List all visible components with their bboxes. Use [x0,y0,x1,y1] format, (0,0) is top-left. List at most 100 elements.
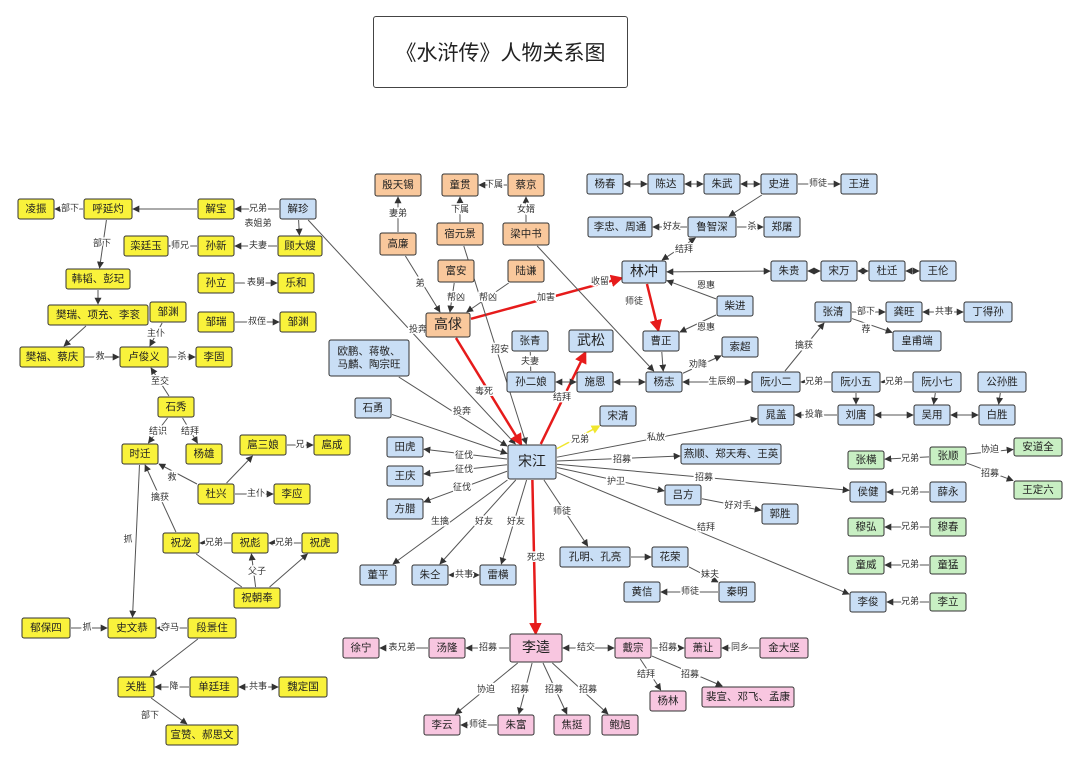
character-node[interactable]: 孙立 [197,272,235,294]
character-node[interactable]: 龚旺 [885,301,923,323]
character-node[interactable]: 杨林 [649,690,687,712]
character-node[interactable]: 张清 [814,301,852,323]
character-node[interactable]: 鲍旭 [601,714,639,736]
character-node[interactable]: 李固 [195,346,233,368]
character-node[interactable]: 高廉 [379,232,417,256]
character-node[interactable]: 丁得孙 [963,301,1013,323]
character-node[interactable]: 单廷珪 [189,676,239,698]
character-node[interactable]: 邹瑞 [197,311,235,333]
character-node[interactable]: 卢俊义 [119,346,169,368]
character-node[interactable]: 柴进 [716,295,754,317]
character-node[interactable]: 祝彪 [231,532,269,554]
character-node[interactable]: 杜兴 [197,483,235,505]
character-node[interactable]: 富安 [437,259,475,283]
character-node[interactable]: 郁保四 [21,617,71,639]
character-node[interactable]: 蔡京 [507,173,545,197]
character-node[interactable]: 石勇 [354,397,392,419]
character-node[interactable]: 郭胜 [761,503,799,525]
character-node[interactable]: 孔明、孔亮 [559,546,631,568]
character-node[interactable]: 阮小五 [831,371,881,393]
character-node[interactable]: 段景住 [187,617,237,639]
character-node[interactable]: 薛永 [929,481,967,503]
character-node[interactable]: 祝朝奉 [233,587,281,609]
character-node[interactable]: 张横 [847,450,885,470]
character-node[interactable]: 王庆 [386,465,424,487]
character-node[interactable]: 吴用 [913,404,951,426]
character-node[interactable]: 戴宗 [614,637,652,659]
character-node[interactable]: 呼延灼 [83,198,133,220]
character-node[interactable]: 关胜 [117,676,155,698]
character-node[interactable]: 方腊 [386,498,424,520]
character-node[interactable]: 李云 [423,714,461,736]
character-node[interactable]: 施恩 [576,371,614,393]
character-node[interactable]: 金大坚 [759,637,809,659]
character-node[interactable]: 扈三娘 [239,434,287,456]
character-node[interactable]: 晁盖 [757,404,795,426]
character-node[interactable]: 韩韬、彭玘 [65,268,131,290]
character-node[interactable]: 顾大嫂 [277,235,323,257]
character-node[interactable]: 汤隆 [428,637,466,659]
character-node[interactable]: 史文恭 [107,617,157,639]
character-node[interactable]: 燕顺、郑天寿、王英 [680,443,782,465]
character-node[interactable]: 穆春 [929,517,967,537]
character-node[interactable]: 欧鹏、蒋敬、马麟、陶宗旺 [328,339,410,377]
character-node[interactable]: 陆谦 [507,259,545,283]
character-node[interactable]: 徐宁 [342,637,380,659]
character-node[interactable]: 鲁智深 [687,216,737,238]
character-node[interactable]: 田虎 [386,436,424,458]
character-node[interactable]: 凌振 [17,198,55,220]
character-node[interactable]: 宋江 [507,444,557,480]
character-node[interactable]: 公孙胜 [977,371,1027,393]
character-node[interactable]: 童贯 [441,173,479,197]
character-node[interactable]: 李应 [273,483,311,505]
character-node[interactable]: 杨春 [586,173,624,195]
character-node[interactable]: 魏定国 [278,676,328,698]
character-node[interactable]: 孙二娘 [506,371,556,393]
character-node[interactable]: 扈成 [313,434,351,456]
character-node[interactable]: 童威 [847,555,885,575]
character-node[interactable]: 李忠、周通 [587,216,653,238]
character-node[interactable]: 宋万 [820,260,858,282]
character-node[interactable]: 史进 [760,173,798,195]
character-node[interactable]: 林冲 [621,260,667,284]
character-node[interactable]: 樊福、蔡庆 [19,346,85,368]
character-node[interactable]: 杨志 [645,371,683,393]
character-node[interactable]: 高俅 [425,312,471,338]
character-node[interactable]: 王进 [840,173,878,195]
character-node[interactable]: 安道全 [1013,437,1063,457]
character-node[interactable]: 李俊 [849,591,887,613]
character-node[interactable]: 穆弘 [847,517,885,537]
character-node[interactable]: 曹正 [642,330,680,352]
character-node[interactable]: 吕方 [664,484,702,506]
character-node[interactable]: 邹渊 [149,301,187,323]
character-node[interactable]: 宋清 [599,405,637,427]
character-node[interactable]: 祝虎 [301,532,339,554]
character-node[interactable]: 焦挺 [553,714,591,736]
character-node[interactable]: 宣赞、郝思文 [165,724,239,746]
character-node[interactable]: 祝龙 [162,532,200,554]
character-node[interactable]: 刘唐 [837,404,875,426]
character-node[interactable]: 董平 [359,564,397,586]
character-node[interactable]: 陈达 [647,173,685,195]
character-node[interactable]: 樊瑞、项充、李衮 [47,304,149,326]
character-node[interactable]: 李立 [929,592,967,612]
character-node[interactable]: 李逵 [509,633,563,663]
character-node[interactable]: 朱武 [703,173,741,195]
character-node[interactable]: 栾廷玉 [123,235,169,257]
character-node[interactable]: 王伦 [919,260,957,282]
character-node[interactable]: 张青 [511,330,549,352]
character-node[interactable]: 石秀 [157,396,195,418]
character-node[interactable]: 裴宣、邓飞、孟康 [701,686,795,708]
character-node[interactable]: 王定六 [1013,480,1063,500]
character-node[interactable]: 花荣 [651,546,689,568]
character-node[interactable]: 邹渊 [279,311,317,333]
character-node[interactable]: 黄信 [623,581,661,603]
character-node[interactable]: 张顺 [929,446,967,466]
character-node[interactable]: 阮小七 [912,371,962,393]
character-node[interactable]: 解宝 [197,198,235,220]
character-node[interactable]: 时迁 [121,443,159,465]
character-node[interactable]: 殷天锡 [374,173,422,197]
character-node[interactable]: 朱仝 [411,564,449,586]
character-node[interactable]: 皇甫端 [892,330,942,352]
character-node[interactable]: 白胜 [978,404,1016,426]
